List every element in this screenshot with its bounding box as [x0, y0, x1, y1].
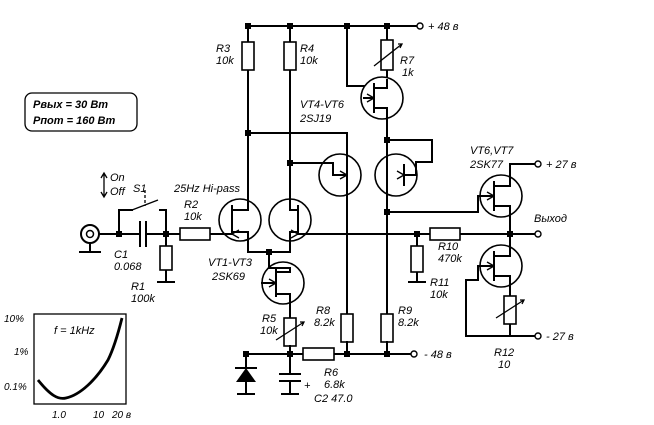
vt4-name: VT4-VT6: [300, 99, 345, 111]
resistor-r8: [340, 313, 354, 343]
resistor-r3: [241, 41, 255, 71]
rail-neg27-label: - 27 в: [546, 331, 574, 343]
bottom-section: R6 6.8k - 48 в + C2 47.0: [235, 347, 452, 405]
spec-power-dissipation: Pпот = 160 Вт: [33, 115, 115, 127]
output-label: Выход: [534, 213, 567, 225]
input-jack-center: [85, 229, 95, 239]
r5-name: R5: [262, 313, 277, 325]
graph-xtick-1: 1.0: [52, 410, 66, 421]
vt4-part: 2SJ19: [299, 113, 331, 125]
graph-ytick-1: 1%: [14, 347, 29, 358]
capacitor-c1: [139, 221, 147, 247]
jfet-vt4: [360, 76, 404, 120]
input-stage: + 48 в R3 10k R4 10k VT1-VT3 2SK69: [208, 21, 459, 355]
switch-arrow-icon: [100, 171, 108, 199]
c1-name: C1: [114, 249, 128, 261]
r11-value: 10k: [430, 289, 448, 301]
graph-annotation: f = 1kHz: [54, 325, 95, 337]
vt6-part: 2SK77: [469, 159, 504, 171]
jfet-vt1: [218, 198, 262, 242]
r10-value: 470k: [438, 253, 462, 265]
rail-pos27-label: + 27 в: [546, 159, 577, 171]
graph-xtick-20: 20 в: [111, 410, 131, 421]
output-stage: + 27 в VT6,VT7 2SK77 Выход - 27 в R12 10: [386, 145, 577, 371]
r4-value: 10k: [300, 55, 318, 67]
graph-xtick-10: 10: [93, 410, 105, 421]
r5-value: 10k: [260, 325, 278, 337]
r7-name: R7: [400, 55, 415, 67]
r9-name: R9: [398, 305, 412, 317]
graph-frame: [33, 313, 127, 405]
resistor-r5: [283, 317, 297, 347]
input-ground: [79, 242, 101, 253]
spec-power-out: Pвых = 30 Вт: [33, 99, 108, 111]
r2-name: R2: [184, 199, 198, 211]
rail-neg48-label: - 48 в: [424, 349, 452, 361]
r12-name: R12: [494, 347, 514, 359]
vt1-part: 2SK69: [211, 271, 245, 283]
resistor-r12: [503, 295, 517, 325]
r7-trim-arrow-icon: [373, 43, 404, 67]
r9-value: 8.2k: [398, 317, 419, 329]
switch-off-label: Off: [110, 186, 126, 198]
s1-name: S1: [133, 183, 146, 195]
r12-value: 10: [498, 359, 511, 371]
r3-value: 10k: [216, 55, 234, 67]
r8-name: R8: [316, 305, 331, 317]
r4-name: R4: [300, 43, 314, 55]
r1-name: R1: [131, 281, 145, 293]
r10-name: R10: [438, 241, 459, 253]
r3-name: R3: [216, 43, 231, 55]
r6-value: 6.8k: [324, 379, 345, 391]
r7-value: 1k: [402, 67, 414, 79]
resistor-r1: [159, 245, 173, 271]
r8-value: 8.2k: [314, 317, 335, 329]
c1-value: 0.068: [114, 261, 142, 273]
input-section: C1 0.068 S1 25Hz Hi-pass On Off R1 100k …: [79, 171, 241, 305]
switch-on-label: On: [110, 172, 125, 184]
r5-trim-arrow-icon: [275, 321, 306, 341]
r1-value: 100k: [131, 293, 155, 305]
resistor-r4: [283, 41, 297, 71]
r6-name: R6: [324, 367, 339, 379]
spec-box: Pвых = 30 Вт Pпот = 160 Вт: [24, 92, 138, 132]
resistor-r10: [429, 227, 461, 241]
thd-graph: 10% 1% 0.1% 1.0 10 20 в f = 1kHz: [4, 313, 131, 421]
thd-curve: [36, 317, 124, 400]
vt6-name: VT6,VT7: [470, 145, 514, 157]
c2-plus: +: [304, 380, 311, 392]
resistor-r11: [410, 245, 424, 273]
diode: [236, 368, 256, 382]
r12-trim-arrow-icon: [495, 299, 526, 319]
graph-ytick-10: 10%: [4, 314, 24, 325]
filter-label: 25Hz Hi-pass: [173, 183, 241, 195]
resistor-r6: [302, 347, 335, 361]
voltage-amp-stage: R7 1k VT4-VT6 2SJ19 R8 8.2k R9 8.2k R1: [247, 25, 513, 355]
rail-pos48-label: + 48 в: [428, 21, 459, 33]
c2-label: C2 47.0: [314, 393, 353, 405]
vt1-name: VT1-VT3: [208, 257, 253, 269]
resistor-r2: [179, 227, 211, 241]
r11-name: R11: [430, 277, 449, 289]
r2-value: 10k: [184, 211, 202, 223]
resistor-r9: [380, 313, 394, 343]
graph-ytick-01: 0.1%: [4, 382, 27, 393]
